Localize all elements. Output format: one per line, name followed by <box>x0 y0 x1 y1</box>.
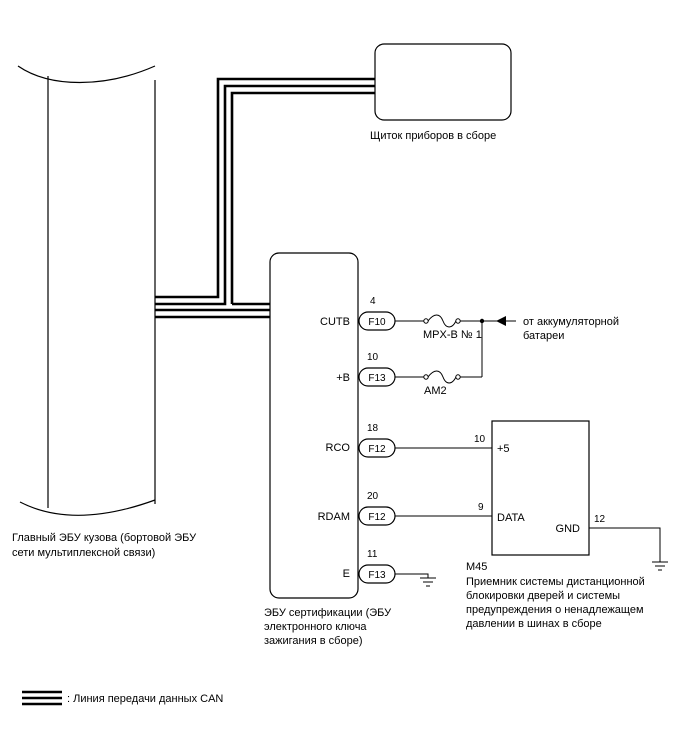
receiver-terminal-data: DATA <box>497 512 525 524</box>
connector-pin: 20 <box>367 491 379 502</box>
receiver-label-line-1: Приемник системы дистанционной <box>466 576 645 588</box>
ground-icon <box>420 577 436 587</box>
body-ecu-label-line-1: Главный ЭБУ кузова (бортовой ЭБУ <box>12 532 197 544</box>
cert-ecu-terminal-plus-b: +B <box>336 372 350 384</box>
can-line-middle <box>155 84 375 306</box>
body-ecu-top-wave <box>17 65 156 84</box>
signal-wiring <box>395 447 661 578</box>
connector-code: F13 <box>368 570 386 581</box>
wire-gnd <box>589 527 661 562</box>
connector-f10: 4 F10 <box>358 296 396 331</box>
connector-code: F12 <box>368 512 386 523</box>
battery-label-line-1: от аккумуляторной <box>523 316 619 328</box>
connector-code: F10 <box>368 317 386 328</box>
receiver-label-line-2: блокировки дверей и системы <box>466 590 620 602</box>
cert-ecu-label-line-1: ЭБУ сертификации (ЭБУ <box>264 607 392 619</box>
junction-dot <box>479 318 485 324</box>
ground-icon <box>652 561 668 571</box>
connector-pin: 10 <box>367 352 379 363</box>
receiver-pin-10: 10 <box>474 434 486 445</box>
receiver-label-line-4: давлении в шинах в сборе <box>466 618 602 630</box>
fuse-terminal <box>423 318 429 324</box>
connector-pin: 18 <box>367 423 379 434</box>
receiver-label-line-3: предупреждения о ненадлежащем <box>466 604 644 616</box>
legend-text: : Линия передачи данных CAN <box>67 693 223 705</box>
connector-f12-rco: 18 F12 <box>358 423 396 458</box>
cert-ecu-label-line-2: электронного ключа <box>264 621 367 633</box>
receiver-box <box>491 420 590 556</box>
connector-code: F13 <box>368 373 386 384</box>
cert-ecu-label-line-3: зажигания в сборе) <box>264 635 363 647</box>
battery-label-line-2: батареи <box>523 330 564 342</box>
fuse-am2-symbol <box>427 370 457 384</box>
meter-box <box>374 43 512 121</box>
wire-e <box>395 573 429 578</box>
connector-code: F12 <box>368 444 386 455</box>
connector-f12-rdam: 20 F12 <box>358 491 396 526</box>
cert-ecu-box <box>269 252 359 599</box>
connector-pin: 11 <box>367 549 378 560</box>
fuse-terminal <box>455 318 461 324</box>
fuse-label-mpx-b: MPX-B № 1 <box>423 329 482 341</box>
fuse-label-am2: AM2 <box>424 385 447 397</box>
connector-pin: 4 <box>370 296 376 307</box>
can-bus-lines <box>155 77 375 319</box>
cert-ecu-terminal-e: E <box>343 568 350 580</box>
connector-f13-e: 11 F13 <box>358 549 396 584</box>
power-wiring <box>395 314 500 384</box>
fuse-terminal <box>455 374 461 380</box>
body-ecu-label-line-2: сети мультиплексной связи) <box>12 547 155 559</box>
can-line-cert-inner <box>230 91 375 306</box>
cert-ecu-terminal-rdam: RDAM <box>318 511 350 523</box>
battery-arrow-icon <box>496 316 506 326</box>
fuse-terminal <box>423 374 429 380</box>
fuse-mpx-b-symbol <box>427 314 457 328</box>
body-ecu <box>17 65 156 516</box>
receiver-pin-9: 9 <box>478 502 484 513</box>
cert-ecu-terminal-cutb: CUTB <box>320 316 350 328</box>
receiver-pin-12: 12 <box>594 514 606 525</box>
receiver-code: M45 <box>466 561 487 573</box>
can-line-outer <box>155 77 375 299</box>
body-ecu-bottom-wave <box>19 499 156 516</box>
meter-label: Щиток приборов в сборе <box>370 130 496 142</box>
legend-can-symbol <box>22 690 62 706</box>
connector-f13-b: 10 F13 <box>358 352 396 387</box>
receiver-terminal-plus5: +5 <box>497 443 510 455</box>
cert-ecu-terminal-rco: RCO <box>326 442 351 454</box>
receiver-terminal-gnd: GND <box>556 523 581 535</box>
